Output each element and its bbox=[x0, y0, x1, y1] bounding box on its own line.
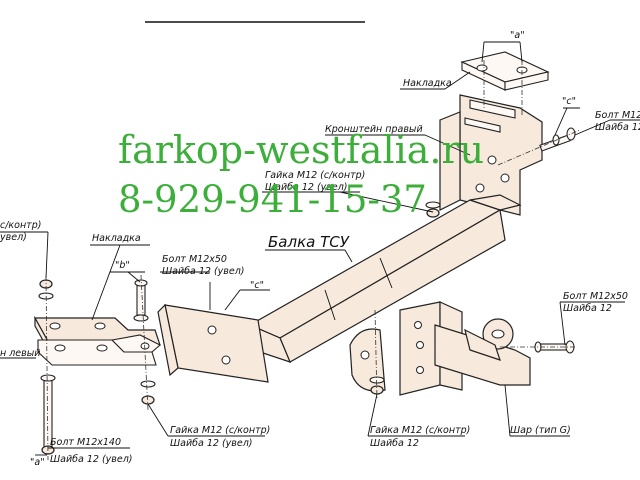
label-shaiba-top-left: увел) bbox=[0, 232, 27, 243]
label-kronshtein-right: Кронштейн правый bbox=[325, 124, 423, 135]
watermark-site: farkop-westfalia.ru bbox=[118, 128, 484, 172]
right-bracket bbox=[439, 94, 543, 216]
callout-a-top: "а" bbox=[510, 30, 525, 41]
bolt-b bbox=[133, 279, 149, 322]
label-gaika-bottom-left-1: Гайка М12 (с/контр) bbox=[170, 425, 270, 436]
nut-bottom-left bbox=[140, 380, 156, 405]
label-nakladka-left: Накладка bbox=[92, 233, 141, 244]
label-gaika-mid-2: Шайба 12 (увел) bbox=[265, 182, 348, 193]
callout-b: "b" bbox=[115, 260, 130, 271]
label-gaika-mid-1: Гайка М12 (с/контр) bbox=[265, 170, 365, 181]
label-gaika-top-left: с/контр) bbox=[0, 220, 41, 231]
nut-top-left bbox=[38, 279, 54, 300]
label-bolt-long-2: Шайба 12 (увел) bbox=[50, 454, 133, 465]
label-bolt-ball-2: Шайба 12 bbox=[563, 303, 612, 314]
top-cover-plate bbox=[460, 51, 550, 91]
left-mount-plate bbox=[157, 303, 269, 383]
label-bolt-b-2: Шайба 12 (увел) bbox=[162, 266, 245, 277]
label-balka: Балка ТСУ bbox=[268, 233, 350, 251]
callout-c-top: "с" bbox=[562, 96, 576, 107]
label-gaika-bottom-left-2: Шайба 12 (увел) bbox=[170, 438, 253, 449]
callout-a-bottom: "а" bbox=[30, 457, 45, 468]
label-bolt-b-1: Болт М12х50 bbox=[162, 254, 227, 265]
label-gaika-bottom-mid-1: Гайка М12 (с/контр) bbox=[370, 425, 470, 436]
label-nakladka-top: Накладка bbox=[403, 78, 452, 89]
nut-mid bbox=[425, 201, 441, 218]
callout-c-mid: "с" bbox=[250, 280, 264, 291]
label-bolt-long-1: Болт М12х140 bbox=[50, 437, 121, 448]
label-bolt-right-2: Шайба 12 bbox=[595, 122, 640, 133]
label-kronshtein-left: н левый bbox=[0, 348, 40, 359]
label-bolt-right-1: Болт М12 bbox=[595, 110, 640, 121]
left-cover-plate bbox=[33, 315, 161, 366]
label-shar: Шар (тип G) bbox=[510, 425, 571, 436]
bolt-right-top bbox=[539, 127, 576, 152]
watermark-phone: 8-929-941-15-37 bbox=[118, 178, 427, 221]
label-gaika-bottom-mid-2: Шайба 12 bbox=[370, 438, 419, 449]
label-bolt-ball-1: Болт М12х50 bbox=[563, 291, 628, 302]
ball-mount bbox=[349, 301, 531, 396]
